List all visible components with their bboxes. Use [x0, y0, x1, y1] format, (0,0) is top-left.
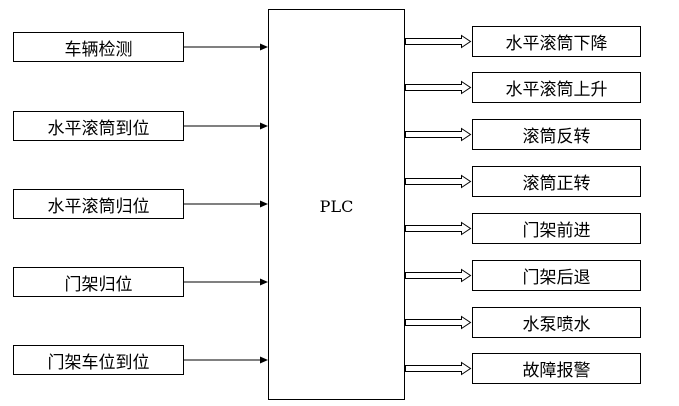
output-box-pump-spray: 水泵喷水 [472, 307, 641, 338]
input-arrow-1 [184, 43, 268, 51]
output-label-6: 门架后退 [522, 268, 591, 288]
input-label-2: 水平滚筒到位 [47, 118, 150, 139]
input-label-1: 车辆检测 [64, 39, 133, 60]
output-label-5: 门架前进 [522, 221, 591, 241]
output-label-2: 水平滚筒上升 [505, 80, 608, 100]
input-arrow-4 [184, 278, 268, 286]
output-box-roller-reverse: 滚筒反转 [472, 119, 641, 150]
input-arrow-2 [184, 122, 268, 130]
output-box-fault-alarm: 故障报警 [472, 353, 641, 384]
output-arrows [405, 34, 472, 376]
output-label-4: 滚筒正转 [522, 174, 591, 194]
output-arrow-8 [405, 361, 472, 376]
plc-block: PLC [268, 9, 405, 400]
output-arrow-5 [405, 221, 472, 236]
input-arrow-2-head [260, 122, 268, 130]
input-arrows [184, 43, 268, 364]
input-label-4: 门架归位 [64, 274, 133, 295]
input-box-gantry-car-position: 门架车位到位 [13, 345, 184, 375]
input-label-5: 门架车位到位 [47, 352, 150, 373]
input-arrow-3-head [260, 200, 268, 208]
output-box-roller-lower: 水平滚筒下降 [472, 26, 641, 57]
input-box-vehicle-detect: 车辆检测 [13, 32, 184, 62]
input-arrow-5-head [260, 356, 268, 364]
input-arrow-3 [184, 200, 268, 208]
output-label-8: 故障报警 [522, 361, 591, 381]
output-box-gantry-retreat: 门架后退 [472, 260, 641, 291]
output-arrow-3 [405, 127, 472, 142]
plc-label: PLC [319, 197, 354, 216]
input-label-3: 水平滚筒归位 [47, 196, 150, 217]
output-arrow-1 [405, 34, 472, 49]
output-box-roller-forward: 滚筒正转 [472, 166, 641, 197]
output-arrow-7 [405, 315, 472, 330]
input-arrow-5 [184, 356, 268, 364]
output-arrow-4 [405, 174, 472, 189]
input-box-roller-home: 水平滚筒归位 [13, 189, 184, 219]
output-box-gantry-advance: 门架前进 [472, 213, 641, 244]
output-arrow-6 [405, 268, 472, 283]
output-box-roller-raise: 水平滚筒上升 [472, 72, 641, 103]
input-arrow-1-head [260, 43, 268, 51]
input-arrow-4-head [260, 278, 268, 286]
output-arrow-2 [405, 80, 472, 95]
input-box-gantry-home: 门架归位 [13, 267, 184, 297]
output-label-3: 滚筒反转 [522, 127, 591, 147]
input-box-roller-in-position: 水平滚筒到位 [13, 111, 184, 141]
output-label-7: 水泵喷水 [522, 315, 591, 335]
output-label-1: 水平滚筒下降 [505, 34, 608, 54]
